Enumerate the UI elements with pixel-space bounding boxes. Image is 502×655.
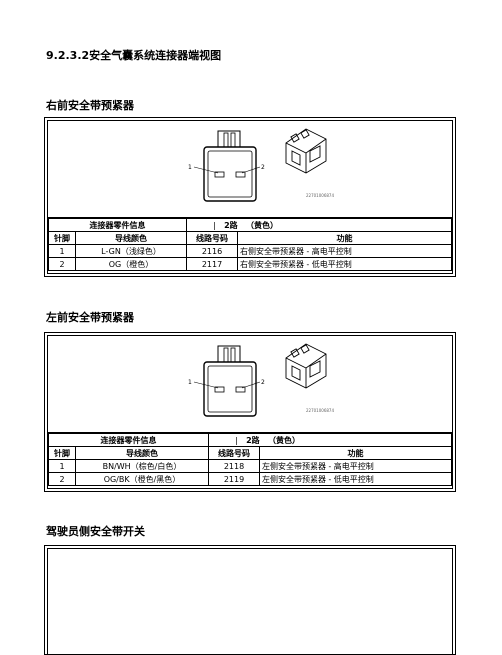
pin-cell: 2 <box>48 257 76 271</box>
pin-cell: 2 <box>48 472 76 486</box>
table-info-row: 连接器零件信息 | 2路 （黄色） <box>48 433 452 447</box>
connector-end-view-diagram: 1 2 22701006874 <box>48 121 452 218</box>
header-circuit: 线路号码 <box>208 446 260 460</box>
table-row: 2 OG（橙色） 2117 右侧安全带预紧器 - 低电平控制 <box>48 257 452 271</box>
spec-cell: | 2路 （黄色） <box>208 433 452 447</box>
table-row: 1 L-GN（浅绿色） 2116 右侧安全带预紧器 - 高电平控制 <box>48 244 452 258</box>
wire-color-cell: OG/BK（橙色/黑色） <box>75 472 209 486</box>
header-pin: 针脚 <box>48 231 76 245</box>
section-title-driver-belt-switch: 驾驶员侧安全带开关 <box>46 525 145 538</box>
wire-color-cell: OG（橙色） <box>75 257 187 271</box>
header-function: 功能 <box>259 446 452 460</box>
function-cell: 左侧安全带预紧器 - 高电平控制 <box>259 459 452 473</box>
table-header-row: 针脚 导线颜色 线路号码 功能 <box>48 231 452 245</box>
circuit-cell: 2117 <box>186 257 238 271</box>
connector-table: 连接器零件信息 | 2路 （黄色） 针脚 导线颜色 线路号码 功能 1 BN/W… <box>48 433 452 486</box>
pin-cell: 1 <box>48 244 76 258</box>
wire-color-cell: BN/WH（棕色/白色） <box>75 459 209 473</box>
info-label: 连接器零件信息 <box>48 218 187 232</box>
pin-cell: 1 <box>48 459 76 473</box>
spec-cell: | 2路 （黄色） <box>186 218 452 232</box>
circuit-cell: 2118 <box>208 459 260 473</box>
connector-panel <box>47 548 453 654</box>
section-title-right-pretensioner: 右前安全带预紧器 <box>46 99 134 112</box>
connector-frame-left: 1 2 22701006874 连接器零件信息 | 2路 （黄色） <box>44 332 456 492</box>
header-wire-color: 导线颜色 <box>75 446 209 460</box>
connector-table: 连接器零件信息 | 2路 （黄色） 针脚 导线颜色 线路号码 功能 1 L-GN… <box>48 218 452 271</box>
connector-end-view-diagram: 1 2 22701006874 <box>48 336 452 433</box>
table-row: 1 BN/WH（棕色/白色） 2118 左侧安全带预紧器 - 高电平控制 <box>48 459 452 473</box>
table-row: 2 OG/BK（橙色/黑色） 2119 左侧安全带预紧器 - 低电平控制 <box>48 472 452 486</box>
diagram-code: 22701006874 <box>306 193 334 198</box>
info-label: 连接器零件信息 <box>48 433 209 447</box>
header-wire-color: 导线颜色 <box>75 231 187 245</box>
circuit-cell: 2119 <box>208 472 260 486</box>
header-circuit: 线路号码 <box>186 231 238 245</box>
pin-1-label: 1 <box>188 379 192 386</box>
table-header-row: 针脚 导线颜色 线路号码 功能 <box>48 446 452 460</box>
pin-1-label: 1 <box>188 164 192 171</box>
circuit-cell: 2116 <box>186 244 238 258</box>
page-title: 9.2.3.2安全气囊系统连接器端视图 <box>46 49 222 62</box>
header-pin: 针脚 <box>48 446 76 460</box>
header-function: 功能 <box>237 231 452 245</box>
function-cell: 右侧安全带预紧器 - 高电平控制 <box>237 244 452 258</box>
diagram-code: 22701006874 <box>306 408 334 413</box>
connector-panel: 1 2 22701006874 连接器零件信息 | 2路 （黄色） <box>47 335 453 489</box>
pin-2-label: 2 <box>261 379 265 386</box>
connector-frame-driver-switch <box>44 545 456 655</box>
function-cell: 右侧安全带预紧器 - 低电平控制 <box>237 257 452 271</box>
function-cell: 左侧安全带预紧器 - 低电平控制 <box>259 472 452 486</box>
section-title-left-pretensioner: 左前安全带预紧器 <box>46 311 134 324</box>
connector-panel: 1 2 22701006874 连接器零件信息 | 2 <box>47 120 453 274</box>
wire-color-cell: L-GN（浅绿色） <box>75 244 187 258</box>
pin-2-label: 2 <box>261 164 265 171</box>
table-info-row: 连接器零件信息 | 2路 （黄色） <box>48 218 452 232</box>
connector-frame-right: 1 2 22701006874 连接器零件信息 | 2 <box>44 117 456 277</box>
